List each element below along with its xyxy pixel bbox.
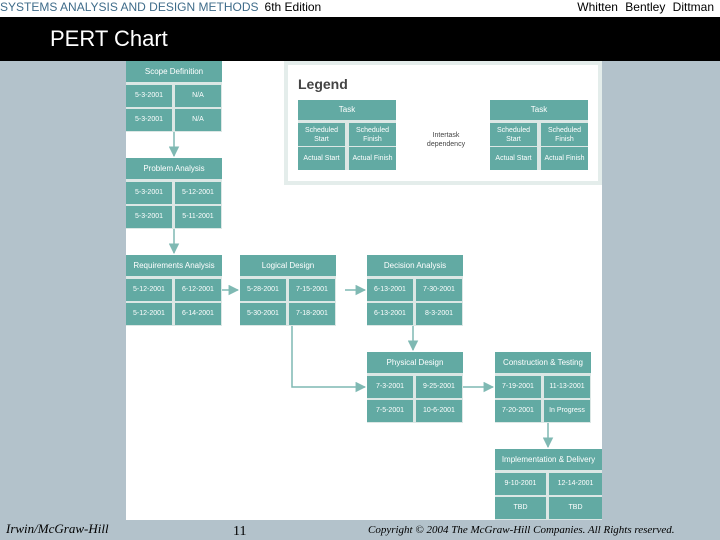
arrow-logical-to-physical [291, 326, 367, 393]
legend-dependency-label: Intertask dependency [426, 132, 466, 148]
slide-title: PERT Chart [50, 26, 168, 51]
scheduled-finish: 12-14-2001 [549, 473, 602, 495]
task-node-implementation-delivery: Implementation & Delivery 9-10-2001 12-1… [495, 449, 602, 520]
legend-scheduled-start: Scheduled Start [490, 123, 537, 146]
scheduled-finish: 7-30-2001 [416, 279, 462, 301]
scheduled-finish: 6-12-2001 [175, 279, 221, 301]
scheduled-finish: 5-12-2001 [175, 182, 221, 204]
actual-finish: 5-11-2001 [175, 206, 221, 228]
legend-title: Legend [298, 76, 348, 92]
task-node-logical-design: Logical Design 5-28-2001 7-15-2001 5-30-… [240, 255, 336, 326]
copyright-label: Copyright © 2004 The McGraw-Hill Compani… [368, 524, 675, 536]
course-title: SYSTEMS ANALYSIS AND DESIGN METHODS 6th E… [0, 0, 321, 14]
task-name: Requirements Analysis [126, 255, 222, 276]
scheduled-finish: 11-13-2001 [544, 376, 590, 398]
scheduled-finish: 9-25-2001 [416, 376, 462, 398]
task-node-scope-definition: Scope Definition 5-3-2001 N/A 5-3-2001 N… [126, 61, 222, 132]
task-name: Problem Analysis [126, 158, 222, 179]
legend-actual-finish: Actual Finish [349, 147, 396, 170]
legend-box: Legend Task Scheduled Start Scheduled Fi… [284, 61, 602, 185]
scheduled-start: 7-19-2001 [495, 376, 541, 398]
legend-task-label: Task [490, 100, 588, 120]
scheduled-start: 5-28-2001 [240, 279, 286, 301]
actual-start: 5-12-2001 [126, 303, 172, 325]
task-node-construction-testing: Construction & Testing 7-19-2001 11-13-2… [495, 352, 591, 423]
legend-inner: Legend Task Scheduled Start Scheduled Fi… [288, 65, 598, 181]
task-name: Logical Design [240, 255, 336, 276]
scheduled-start: 5-3-2001 [126, 85, 172, 107]
pert-chart-panel: Legend Task Scheduled Start Scheduled Fi… [126, 61, 602, 520]
scheduled-finish: 7-15-2001 [289, 279, 335, 301]
legend-scheduled-start: Scheduled Start [298, 123, 345, 146]
title-bar: PERT Chart [0, 17, 720, 61]
actual-finish: N/A [175, 109, 221, 131]
legend-scheduled-finish: Scheduled Finish [541, 123, 588, 146]
actual-start: 7-20-2001 [495, 400, 541, 422]
scheduled-start: 5-3-2001 [126, 182, 172, 204]
actual-finish: In Progress [544, 400, 590, 422]
legend-scheduled-finish: Scheduled Finish [349, 123, 396, 146]
task-name: Construction & Testing [495, 352, 591, 373]
page-number: 11 [233, 524, 247, 539]
edition-label: 6th Edition [264, 0, 322, 14]
task-name: Scope Definition [126, 61, 222, 82]
task-node-requirements-analysis: Requirements Analysis 5-12-2001 6-12-200… [126, 255, 222, 326]
task-node-decision-analysis: Decision Analysis 6-13-2001 7-30-2001 6-… [367, 255, 463, 326]
scheduled-start: 6-13-2001 [367, 279, 413, 301]
task-node-physical-design: Physical Design 7-3-2001 9-25-2001 7-5-2… [367, 352, 463, 423]
task-node-problem-analysis: Problem Analysis 5-3-2001 5-12-2001 5-3-… [126, 158, 222, 229]
actual-finish: 6-14-2001 [175, 303, 221, 325]
scheduled-start: 7-3-2001 [367, 376, 413, 398]
legend-node-left: Task Scheduled Start Scheduled Finish Ac… [298, 100, 396, 170]
legend-actual-start: Actual Start [298, 147, 345, 170]
actual-start: 5-3-2001 [126, 109, 172, 131]
legend-task-label: Task [298, 100, 396, 120]
actual-finish: 10-6-2001 [416, 400, 462, 422]
actual-start: 6-13-2001 [367, 303, 413, 325]
course-name: SYSTEMS ANALYSIS AND DESIGN METHODS [0, 0, 259, 14]
task-name: Physical Design [367, 352, 463, 373]
actual-finish: TBD [549, 497, 602, 519]
scheduled-start: 5-12-2001 [126, 279, 172, 301]
legend-actual-start: Actual Start [490, 147, 537, 170]
task-name: Implementation & Delivery [495, 449, 602, 470]
task-name: Decision Analysis [367, 255, 463, 276]
scheduled-start: 9-10-2001 [495, 473, 546, 495]
actual-start: 7-5-2001 [367, 400, 413, 422]
actual-finish: 8-3-2001 [416, 303, 462, 325]
slide-header-bar: SYSTEMS ANALYSIS AND DESIGN METHODS 6th E… [0, 0, 720, 17]
actual-start: TBD [495, 497, 546, 519]
actual-start: 5-3-2001 [126, 206, 172, 228]
dependency-arrows [168, 132, 554, 449]
authors-label: Whitten Bentley Dittman [577, 0, 714, 14]
actual-finish: 7-18-2001 [289, 303, 335, 325]
actual-start: 5-30-2001 [240, 303, 286, 325]
scheduled-finish: N/A [175, 85, 221, 107]
legend-actual-finish: Actual Finish [541, 147, 588, 170]
publisher-label: Irwin/McGraw-Hill [6, 521, 109, 536]
legend-node-right: Task Scheduled Start Scheduled Finish Ac… [490, 100, 588, 170]
